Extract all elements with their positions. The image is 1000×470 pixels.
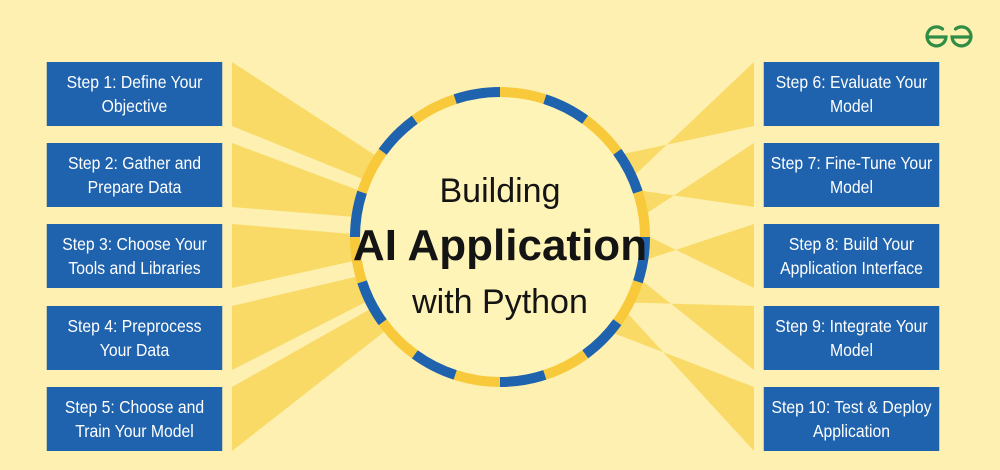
ring-segment [411,94,457,124]
ray-left-2 [232,143,363,218]
center-circle [355,92,645,382]
ray-left-1 [232,62,379,181]
geeksforgeeks-logo-icon [925,25,973,48]
ring-segment [350,190,367,238]
ray-right-10 [609,310,754,451]
ring-segment [378,319,418,359]
title-line-ai-application: AI Application [352,221,648,270]
ring-segment [453,87,501,104]
step-7-box: Step 7: Fine-Tune Your Model [763,143,940,207]
step-6-box: Step 6: Evaluate Your Model [763,62,940,126]
ray-right-7 [637,143,754,216]
step-9-box: Step 9: Integrate Your Model [763,306,940,370]
ring-segment [633,190,650,238]
ring-segment [582,319,622,359]
step-3-box: Step 3: Choose Your Tools and Libraries [46,224,223,288]
ring-segment [453,370,501,387]
step-4-box: Step 4: Preprocess Your Data [46,306,223,370]
ring-segment [543,350,589,380]
ray-right-9 [629,278,754,370]
step-5-box: Step 5: Choose and Train Your Model [46,387,223,451]
step-2-box: Step 2: Gather and Prepare Data [46,143,223,207]
step-1-box: Step 1: Define Your Objective [46,62,223,126]
ring-segment [357,280,387,326]
ring-segment [633,236,650,284]
ray-left-5 [232,307,388,451]
step-8-box: Step 8: Build Your Application Interface [763,224,940,288]
title-line-building: Building [439,172,561,210]
ring-segment [350,236,367,284]
ray-left-4 [232,275,370,370]
ring-segment [378,115,418,155]
ring-segment [582,115,622,155]
ray-right-6 [619,62,754,178]
ring-segment [499,87,547,104]
title-line-with-python: with Python [412,283,588,321]
ray-group [232,62,754,451]
ring-segment [543,94,589,124]
ray-right-8 [643,224,754,288]
ring-segment [613,280,643,326]
ring-segment [499,370,547,387]
segmented-ring [350,87,650,387]
ring-segment [357,148,387,194]
step-10-box: Step 10: Test & Deploy Application [763,387,940,451]
ring-segment [411,350,457,380]
ray-left-3 [232,224,357,288]
ring-segment [613,148,643,194]
